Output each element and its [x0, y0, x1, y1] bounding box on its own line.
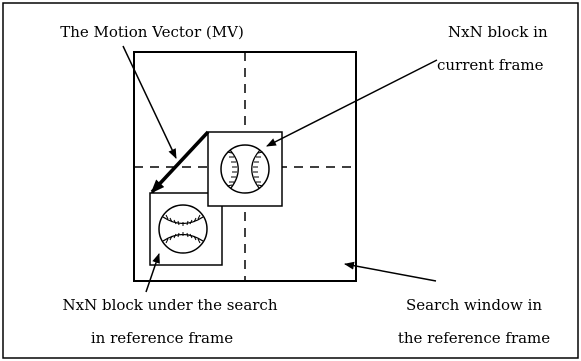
current-block-pointer: [266, 59, 438, 147]
mv-label: The Motion Vector (MV): [60, 23, 244, 41]
baseball-icon: [158, 204, 208, 254]
current-block-label-line1: NxN block in: [448, 23, 548, 41]
motion-vector-arrow: [150, 130, 210, 194]
search-window-label-line2: the reference frame: [398, 329, 550, 347]
reference-block-pointer: [145, 253, 160, 293]
search-window-label-line1: Search window in: [406, 296, 542, 314]
mv-label-pointer: [122, 45, 177, 159]
reference-block-label-line1: NxN block under the search: [63, 296, 278, 314]
search-window-pointer: [344, 261, 437, 282]
current-block: [207, 131, 283, 207]
current-block-label-line2: current frame: [437, 56, 544, 74]
reference-block-label-line2: in reference frame: [91, 329, 233, 347]
baseball-icon: [220, 144, 270, 194]
